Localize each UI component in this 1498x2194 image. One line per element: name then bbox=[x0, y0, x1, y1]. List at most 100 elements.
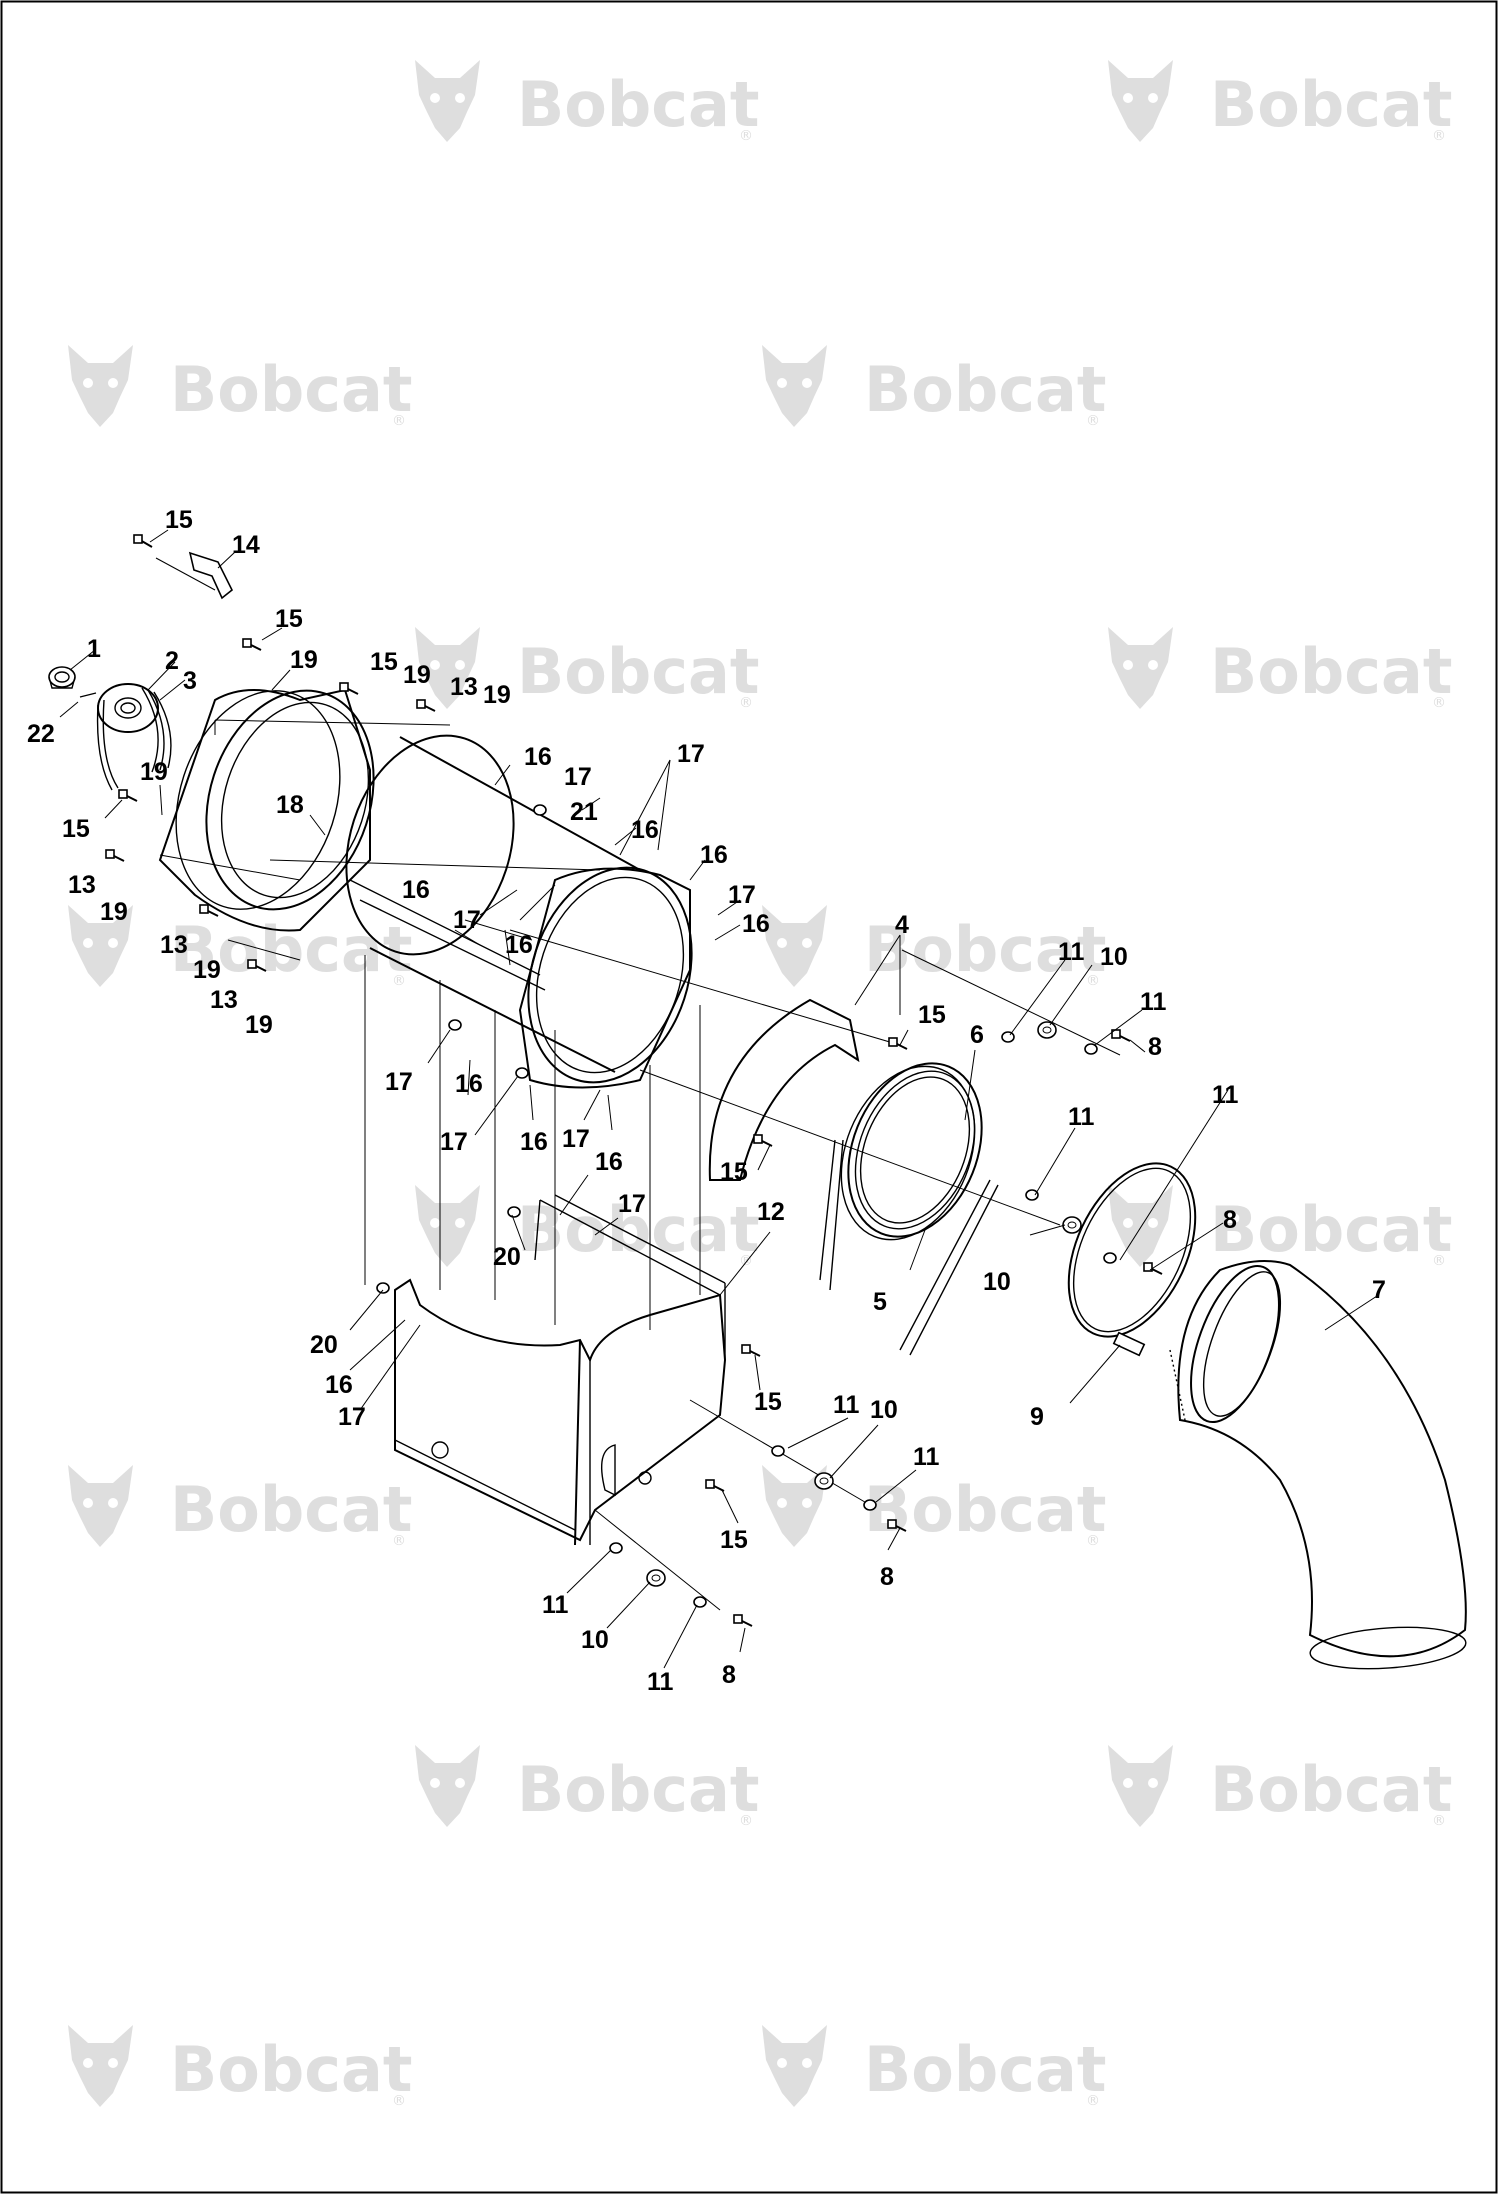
watermark-mark: ® bbox=[1086, 2093, 1100, 2109]
callout-16b: 16 bbox=[631, 816, 659, 844]
part-7-elbow bbox=[1169, 1260, 1467, 1670]
callout-13d: 13 bbox=[210, 986, 238, 1014]
callout-8c: 8 bbox=[880, 1563, 894, 1591]
callout-19f: 19 bbox=[193, 956, 221, 984]
watermark: Bobcat® bbox=[1108, 627, 1452, 711]
callout-8a: 8 bbox=[1148, 1033, 1162, 1061]
bolt-icon bbox=[118, 789, 138, 802]
bobcat-logo-icon bbox=[415, 60, 480, 142]
callout-11a: 11 bbox=[1058, 938, 1085, 966]
watermark: Bobcat® bbox=[1108, 1185, 1452, 1269]
callout-layer: 1 2 3 22 15 14 15 19 15 19 13 19 19 15 1… bbox=[27, 506, 1386, 1696]
nut-icon bbox=[1037, 1021, 1057, 1039]
part-18-flange bbox=[158, 688, 375, 932]
watermark-mark: ® bbox=[739, 695, 753, 711]
watermark-text: Bobcat bbox=[1210, 1193, 1452, 1266]
part-2-3-bearing bbox=[96, 683, 172, 791]
part-14-bracket bbox=[155, 551, 234, 600]
callout-17h: 17 bbox=[618, 1190, 646, 1218]
callout-15h: 15 bbox=[720, 1526, 748, 1554]
callout-11g: 11 bbox=[542, 1591, 569, 1619]
watermark-text: Bobcat bbox=[517, 68, 759, 141]
watermark-mark: ® bbox=[392, 2093, 406, 2109]
watermark-text: Bobcat bbox=[517, 635, 759, 708]
callout-2: 2 bbox=[165, 647, 179, 675]
watermark: Bobcat® bbox=[415, 627, 759, 711]
callout-11e: 11 bbox=[833, 1391, 860, 1419]
callout-15g: 15 bbox=[754, 1388, 782, 1416]
callout-13c: 13 bbox=[160, 931, 188, 959]
leader-lines bbox=[59, 529, 1378, 1669]
bolt-icon bbox=[133, 534, 153, 548]
watermark-text: Bobcat bbox=[1210, 68, 1452, 141]
watermark-mark: ® bbox=[392, 1533, 406, 1549]
watermark-mark: ® bbox=[1086, 973, 1100, 989]
nut-icon bbox=[863, 1499, 877, 1511]
callout-16h: 16 bbox=[520, 1128, 548, 1156]
watermark: Bobcat® bbox=[68, 2025, 412, 2109]
watermark-text: Bobcat bbox=[864, 913, 1106, 986]
callout-16f: 16 bbox=[742, 910, 770, 938]
bolt-icon bbox=[199, 904, 219, 917]
callout-15c: 15 bbox=[370, 648, 398, 676]
callout-10c: 10 bbox=[870, 1396, 898, 1424]
nut-icon bbox=[771, 1445, 785, 1457]
watermark-mark: ® bbox=[1086, 413, 1100, 429]
callout-11b: 11 bbox=[1140, 988, 1167, 1016]
callout-19a: 19 bbox=[290, 646, 318, 674]
callout-16a: 16 bbox=[524, 743, 552, 771]
bolt-icon bbox=[242, 638, 262, 651]
bobcat-logo-icon bbox=[1108, 627, 1173, 709]
bolt-icon bbox=[733, 1614, 753, 1627]
watermark-mark: ® bbox=[1086, 1533, 1100, 1549]
part-22-pin bbox=[79, 692, 97, 698]
bolt-icon bbox=[247, 959, 267, 972]
watermark-text: Bobcat bbox=[170, 353, 412, 426]
watermark-mark: ® bbox=[1432, 128, 1446, 144]
callout-3: 3 bbox=[183, 667, 197, 695]
callout-17a: 17 bbox=[564, 763, 592, 791]
nut-icon bbox=[1025, 1189, 1039, 1201]
part-9-clamp bbox=[1067, 1162, 1197, 1357]
callout-20b: 20 bbox=[310, 1331, 338, 1359]
nut-icon bbox=[1084, 1043, 1098, 1055]
callout-10a: 10 bbox=[1100, 943, 1128, 971]
bolt-icon bbox=[705, 1479, 725, 1492]
part-21-drum bbox=[345, 734, 641, 1073]
bobcat-logo-icon bbox=[68, 345, 133, 427]
callout-11c: 11 bbox=[1068, 1103, 1095, 1131]
callout-16c: 16 bbox=[700, 841, 728, 869]
callout-14: 14 bbox=[232, 531, 260, 559]
callout-19e: 19 bbox=[100, 898, 128, 926]
bolt-icon bbox=[1111, 1029, 1131, 1042]
watermark: Bobcat® bbox=[68, 345, 412, 429]
callout-20a: 20 bbox=[493, 1243, 521, 1271]
bobcat-logo-icon bbox=[1108, 1185, 1173, 1267]
nut-icon bbox=[1103, 1252, 1117, 1264]
callout-15b: 15 bbox=[275, 605, 303, 633]
watermark-mark: ® bbox=[739, 128, 753, 144]
callout-16d: 16 bbox=[402, 876, 430, 904]
callout-16j: 16 bbox=[325, 1371, 353, 1399]
bobcat-logo-icon bbox=[762, 345, 827, 427]
watermark: Bobcat® bbox=[415, 1745, 759, 1829]
watermark-mark: ® bbox=[392, 413, 406, 429]
drawing bbox=[48, 529, 1467, 1670]
watermark: Bobcat® bbox=[762, 1465, 1106, 1549]
callout-15a: 15 bbox=[165, 506, 193, 534]
callout-16i: 16 bbox=[595, 1148, 623, 1176]
nut-icon bbox=[609, 1542, 623, 1554]
callout-17c: 17 bbox=[453, 906, 481, 934]
callout-7: 7 bbox=[1372, 1276, 1386, 1304]
bobcat-logo-icon bbox=[415, 1745, 480, 1827]
callout-12: 12 bbox=[757, 1198, 785, 1226]
callout-11f: 11 bbox=[913, 1443, 940, 1471]
callout-10d: 10 bbox=[581, 1626, 609, 1654]
callout-6: 6 bbox=[970, 1021, 984, 1049]
watermark-mark: ® bbox=[739, 1253, 753, 1269]
bolt-icon bbox=[339, 682, 359, 695]
nut-icon bbox=[1001, 1031, 1015, 1043]
watermark-text: Bobcat bbox=[170, 2033, 412, 2106]
nut-icon bbox=[533, 804, 547, 816]
